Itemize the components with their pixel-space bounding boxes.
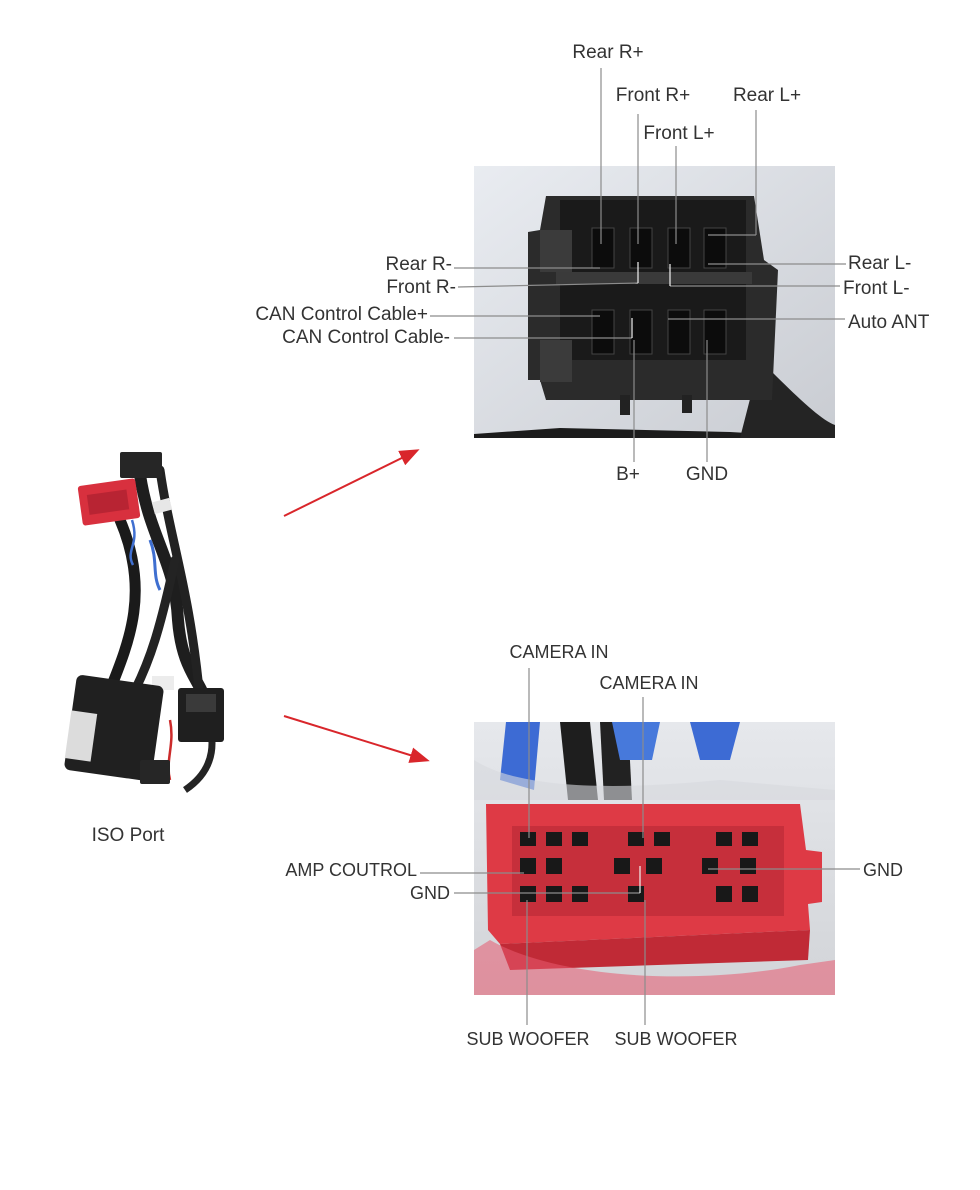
iso-label-rear-r-minus: Rear R-: [385, 254, 452, 275]
iso-leader-front-r-minus: [457, 282, 639, 288]
iso-label-front-l-plus: Front L+: [643, 123, 714, 144]
red-pin-labels: CAMERA IN CAMERA IN AMP COUTROL GND GND …: [285, 642, 903, 1049]
iso-label-gnd: GND: [686, 464, 728, 485]
iso-label-auto-ant: Auto ANT: [848, 312, 930, 333]
arrow-to-red: [283, 715, 430, 763]
red-label-gnd-left: GND: [410, 883, 450, 903]
red-connector-photo: [474, 722, 835, 995]
iso-label-can-minus: CAN Control Cable-: [282, 327, 450, 348]
red-label-camera-in-1: CAMERA IN: [509, 642, 608, 662]
red-label-subwoofer-2: SUB WOOFER: [614, 1029, 737, 1049]
red-label-camera-in-2: CAMERA IN: [599, 673, 698, 693]
iso-connector-photo: [474, 166, 835, 438]
iso-label-front-r-minus: Front R-: [386, 277, 456, 298]
iso-label-rear-l-plus: Rear L+: [733, 85, 801, 106]
red-label-subwoofer-1: SUB WOOFER: [466, 1029, 589, 1049]
iso-label-can-plus: CAN Control Cable+: [255, 304, 428, 325]
iso-label-b-plus: B+: [616, 464, 640, 485]
iso-label-rear-r-plus: Rear R+: [572, 42, 643, 63]
iso-pin-labels: Rear R+ Front R+ Rear L+ Front L+ Rear R…: [255, 42, 929, 485]
red-label-amp-control: AMP COUTROL: [285, 860, 417, 880]
iso-label-front-r-plus: Front R+: [616, 85, 690, 106]
red-label-gnd-right: GND: [863, 860, 903, 880]
harness-photo: [64, 452, 224, 793]
iso-label-rear-l-minus: Rear L-: [848, 253, 911, 274]
iso-label-front-l-minus: Front L-: [843, 278, 910, 299]
harness-caption: ISO Port: [92, 825, 166, 846]
arrow-to-iso: [283, 449, 420, 517]
